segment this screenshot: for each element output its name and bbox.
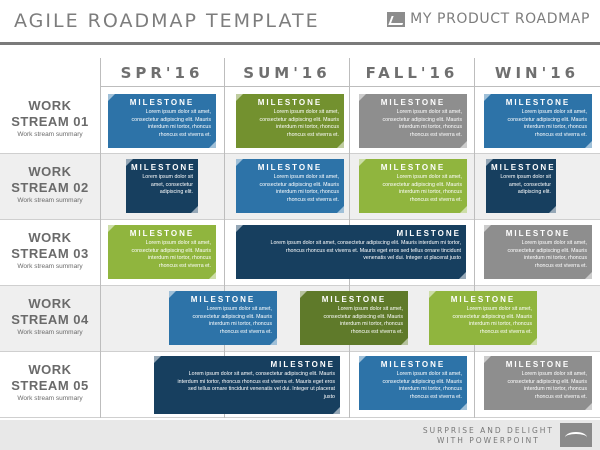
brand: MY PRODUCT ROADMAP: [387, 11, 590, 27]
milestone-card[interactable]: MILESTONE Lorem ipsum dolor sit amet,con…: [484, 356, 592, 410]
page-title: AGILE ROADMAP TEMPLATE: [14, 10, 320, 32]
milestone-card[interactable]: MILESTONE Lorem ipsum dolor sit amet, co…: [154, 356, 340, 414]
row-divider: [0, 285, 600, 286]
column-header-rule: [100, 86, 600, 87]
footer: SURPRISE AND DELIGHT WITH POWERPOINT: [0, 420, 600, 450]
stream-label-3: WORK STREAM 03 Work stream summary: [11, 230, 89, 270]
milestone-card[interactable]: MILESTONE Lorem ipsum dolor sit amet,con…: [169, 291, 277, 345]
milestone-card[interactable]: MILESTONE Lorem ipsum dolor sit amet,con…: [484, 94, 592, 148]
product-roadmap-icon: [387, 11, 406, 27]
column-line: [100, 58, 101, 418]
column-header-summer: SUM'16: [243, 64, 331, 82]
milestone-card[interactable]: MILESTONE Lorem ipsum dolor sit amet,con…: [108, 94, 216, 148]
header-divider: [0, 42, 600, 45]
column-header-fall: FALL'16: [365, 64, 459, 82]
row-divider: [0, 219, 600, 220]
milestone-card[interactable]: MILESTONE Lorem ipsum dolor sit amet,con…: [359, 159, 467, 213]
milestone-card[interactable]: MILESTONE Lorem ipsum dolor sit amet,con…: [429, 291, 537, 345]
milestone-card[interactable]: MILESTONE Lorem ipsum dolor sit amet,con…: [108, 225, 216, 279]
milestone-card[interactable]: MILESTONE Lorem ipsum dolor sit amet,con…: [359, 94, 467, 148]
column-line: [474, 58, 475, 418]
stream-label-1: WORK STREAM 01 Work stream summary: [11, 98, 89, 138]
row-divider: [0, 417, 600, 418]
milestone-card[interactable]: MILESTONE Lorem ipsum dolor sit amet,con…: [484, 225, 592, 279]
milestone-card[interactable]: MILESTONE Lorem ipsum dolor sit amet,con…: [300, 291, 408, 345]
milestone-card[interactable]: MILESTONE Lorem ipsum dolor sit amet,con…: [236, 159, 344, 213]
road-logo-icon: [560, 423, 592, 447]
column-header-spring: SPR'16: [120, 64, 204, 82]
stream-label-4: WORK STREAM 04 Work stream summary: [11, 296, 89, 336]
milestone-card[interactable]: MILESTONE Lorem ipsum dolor sit amet, co…: [236, 225, 466, 279]
stream-label-5: WORK STREAM 05 Work stream summary: [11, 362, 89, 402]
header: AGILE ROADMAP TEMPLATE MY PRODUCT ROADMA…: [0, 0, 600, 44]
brand-text: MY PRODUCT ROADMAP: [410, 11, 590, 27]
footer-tagline: SURPRISE AND DELIGHT WITH POWERPOINT: [422, 426, 554, 445]
milestone-card[interactable]: MILESTONE Lorem ipsum dolor sit amet,con…: [359, 356, 467, 410]
row-divider: [0, 153, 600, 154]
column-line: [224, 58, 225, 418]
stream-label-2: WORK STREAM 02 Work stream summary: [11, 164, 89, 204]
row-divider: [0, 351, 600, 352]
column-header-winter: WIN'16: [494, 64, 580, 82]
milestone-card[interactable]: MILESTONE Lorem ipsum dolor sit amet,con…: [236, 94, 344, 148]
